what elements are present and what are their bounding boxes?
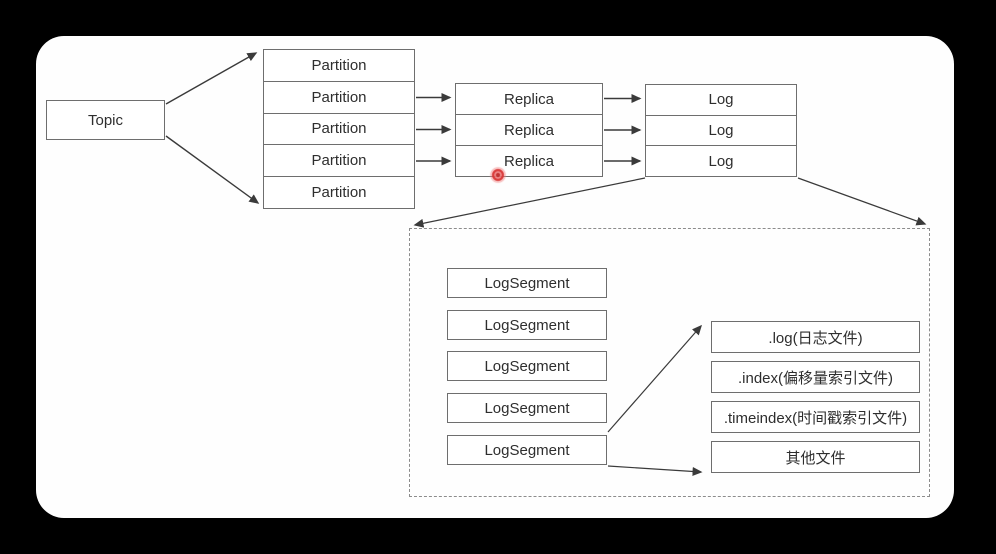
partition-box: Partition [264,145,414,178]
log-segment-box: LogSegment [447,268,607,298]
timeindex-file-box: .timeindex(时间戳索引文件) [711,401,920,433]
log-box: Log [708,152,734,170]
log-segment-box: LogSegment [447,351,607,381]
log-segment-box: LogSegment [447,393,607,423]
topic-box: Topic [46,100,165,140]
laser-pointer-dot [489,166,507,184]
partition-stack: Partition Partition Partition Partition … [263,49,415,209]
log-segment-box: LogSegment [447,435,607,465]
replica-stack: Replica Replica Replica [455,83,603,177]
replica-box: Replica [456,115,602,146]
log-segment-box: LogSegment [447,310,607,340]
topic-label: Topic [87,111,124,129]
replica-box: Replica [503,152,555,170]
log-file-box: .log(日志文件) [711,321,920,353]
log-detail-region [409,228,930,497]
log-stack: Log Log Log [645,84,797,177]
partition-box: Partition [311,184,367,202]
partition-box: Partition [264,114,414,146]
log-box: Log [646,116,796,147]
partition-box: Partition [264,82,414,114]
other-file-box: 其他文件 [711,441,920,473]
log-box: Log [646,85,796,116]
replica-box: Replica [456,84,602,115]
partition-box: Partition [264,50,414,82]
index-file-box: .index(偏移量索引文件) [711,361,920,393]
